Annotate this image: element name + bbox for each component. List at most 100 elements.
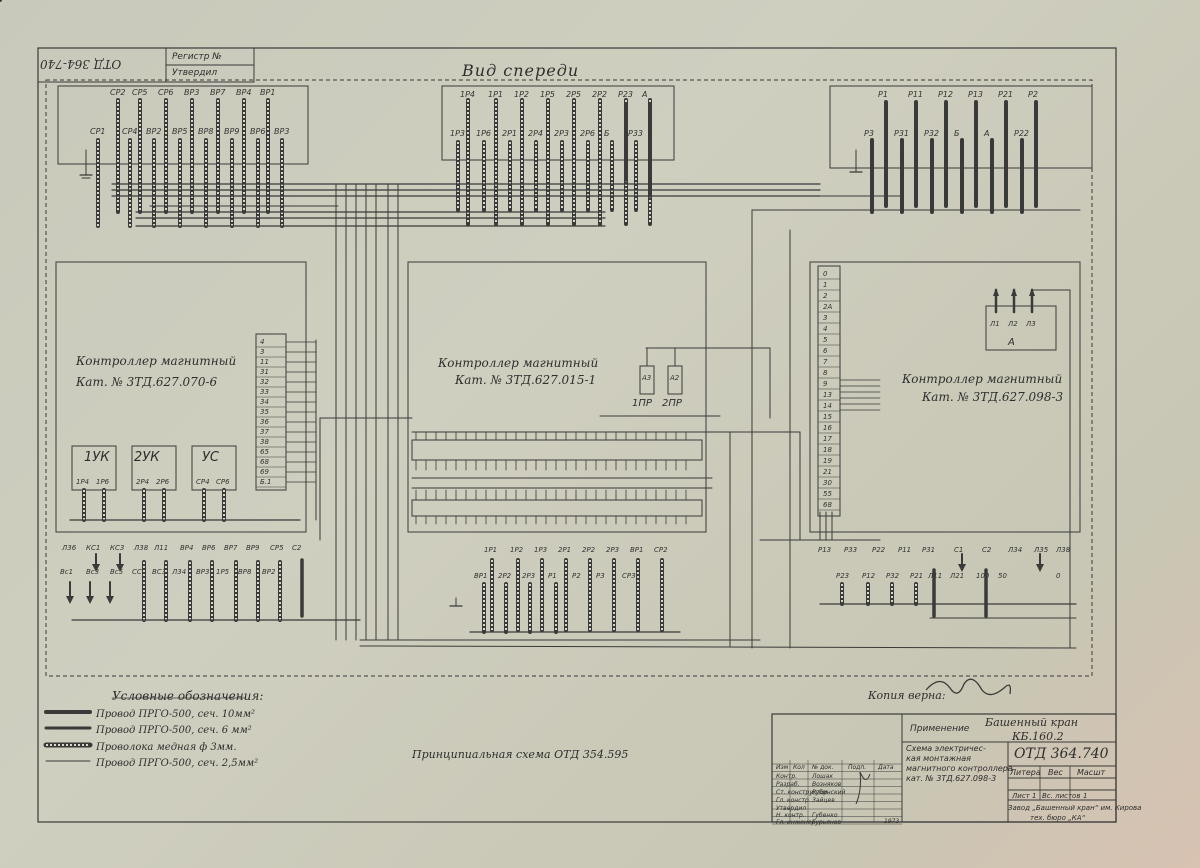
left-bottom-top-label: С2 [292,544,302,552]
right-terminal-label: 15 [823,413,832,421]
left-bottom-label: 1Р5 [216,568,230,576]
tr-bottom-label: Р32 [924,129,939,138]
arrow-head [86,596,94,604]
left-bottom-label: Вс3 [86,568,99,576]
tl-top-label: ВР4 [236,88,251,97]
tl-top-label: ВР1 [260,88,275,97]
left-terminal-label: 37 [260,428,269,436]
tl-bottom-label: ВР3 [274,127,289,136]
left-box-pin: 2Р6 [156,478,170,486]
right-bottom-top-label: Л38 [1055,546,1071,554]
left-bottom-label: ВР2 [262,568,276,576]
tr-top-label: Р13 [968,90,983,99]
rev-header-5: Дата [878,764,894,771]
rev-header-4: Подп. [848,764,867,771]
name-4: Зайцев [812,797,835,804]
title-block-desc-2: кая монтажная [906,754,971,763]
title-block-desc-4: кат. № 3ТД.627.098-3 [906,774,997,783]
tl-bottom-label: ВР5 [172,127,187,136]
fuse-2pr-label: 2ПР [662,398,682,409]
role-3: Ст. конструктор [776,789,828,796]
legend-item-4: Провод ПРГО-500, сеч. 2,5мм² [96,758,259,769]
name-6: Губенко [812,812,838,819]
left-terminal-label: 32 [260,378,269,386]
tr-bottom-label: Р31 [894,129,909,138]
right-bottom-top-label: Р11 [898,546,911,554]
copy-verified-note: Копия верна: [868,689,946,702]
tc-bottom-label: Б [604,129,610,138]
center-bottom-top-label: ВР1 [630,546,643,554]
tc-bottom-label: 2Р1 [502,129,517,138]
legend-item-2: Провод ПРГО-500, сеч. 6 мм² [96,725,252,736]
tc-bottom-label: 1Р3 [450,129,465,138]
outer-frame [37,47,1117,823]
left-terminal-label: 65 [260,448,269,456]
left-box-2 [191,445,237,491]
title-block-col-3: Масшт [1077,768,1106,777]
right-controller-title: Контроллер магнитный [902,372,1063,386]
tl-bottom-label: ВР6 [250,127,265,136]
right-terminal-label: 16 [823,424,832,432]
left-bottom-label: Л34 [171,568,186,576]
title-block-col-2: Вес [1048,768,1063,777]
left-bottom-top-label: ВР7 [224,544,238,552]
right-terminal-label: 9 [823,380,828,388]
relay-pin-label: Л2 [1007,320,1018,328]
center-bottom-top-label: 2Р3 [606,546,619,554]
title-block-product: Башенный кран [985,716,1079,729]
arrow-head [92,564,100,572]
title-block-factory-2: тех. бюро „КА“ [1030,814,1086,822]
tr-bottom-label: Б [954,129,960,138]
left-box-pin: СР6 [216,478,230,486]
left-bottom-label: ВС3 [152,568,166,576]
tr-bottom-label: Р22 [1014,129,1029,138]
role-4: Гл. констр. [776,797,811,804]
center-bottom-label: Р1 [548,572,557,580]
relay-pin-label: Л3 [1025,320,1036,328]
legend-title: Условные обозначения: [112,689,264,703]
center-bottom-top-label: 1Р3 [534,546,547,554]
center-bottom-top-label: СР2 [654,546,668,554]
right-terminal-label: 0 [823,270,828,278]
relay-arrow [1029,288,1035,296]
left-box-pin: 1Р4 [76,478,89,486]
left-terminal-label: 34 [260,398,269,406]
right-bottom-label: Р12 [862,572,876,580]
fuse-pin: А2 [669,374,680,382]
left-bottom-label: Вс5 [110,568,124,576]
left-box-pin: 2Р4 [136,478,149,486]
right-terminal-label: 2 [823,292,828,300]
left-controller-frame [55,261,307,533]
right-terminal-label: 68 [823,501,832,509]
right-bottom-top-label: С2 [982,546,992,554]
right-bottom-top-label: Р22 [872,546,886,554]
center-terminal-row-1 [411,439,703,461]
title-block-frame [771,713,1117,823]
center-bottom-top-label: 2Р2 [582,546,596,554]
schematic-reference: Принципиальная схема ОТД 354.595 [412,748,629,761]
title-block-model: КБ.160.2 [1012,730,1064,743]
right-terminal-label: 19 [823,457,832,465]
tr-bottom-label: А [983,129,989,138]
right-bottom-label: Л21 [949,572,964,580]
left-terminal-label: 3 [260,348,264,356]
center-controller-frame [407,261,707,533]
center-bottom-label: ВР1 [474,572,487,580]
left-bottom-top-label: СР5 [270,544,284,552]
legend-item-3: Проволока медная ф 3мм. [96,742,237,753]
left-controller-catalog: Кат. № 3ТД.627.070-6 [76,375,218,389]
tl-bottom-label: СР1 [90,127,106,136]
rotated-stamp: ОТД 364-740 [40,57,122,71]
arrow-head [1036,564,1044,572]
tl-bottom-label: ВР9 [224,127,239,136]
tl-top-label: СР5 [132,88,148,97]
tr-top-label: Р2 [1028,90,1038,99]
right-bottom-label: Р23 [836,572,849,580]
right-terminal-label: 7 [823,358,828,366]
right-bottom-top-label: Л34 [1007,546,1022,554]
center-bottom-top-label: 1Р1 [484,546,497,554]
right-bottom-top-label: Р13 [818,546,831,554]
left-bottom-top-label: КС1 [86,544,100,552]
left-bottom-label: ВР3 [196,568,209,576]
